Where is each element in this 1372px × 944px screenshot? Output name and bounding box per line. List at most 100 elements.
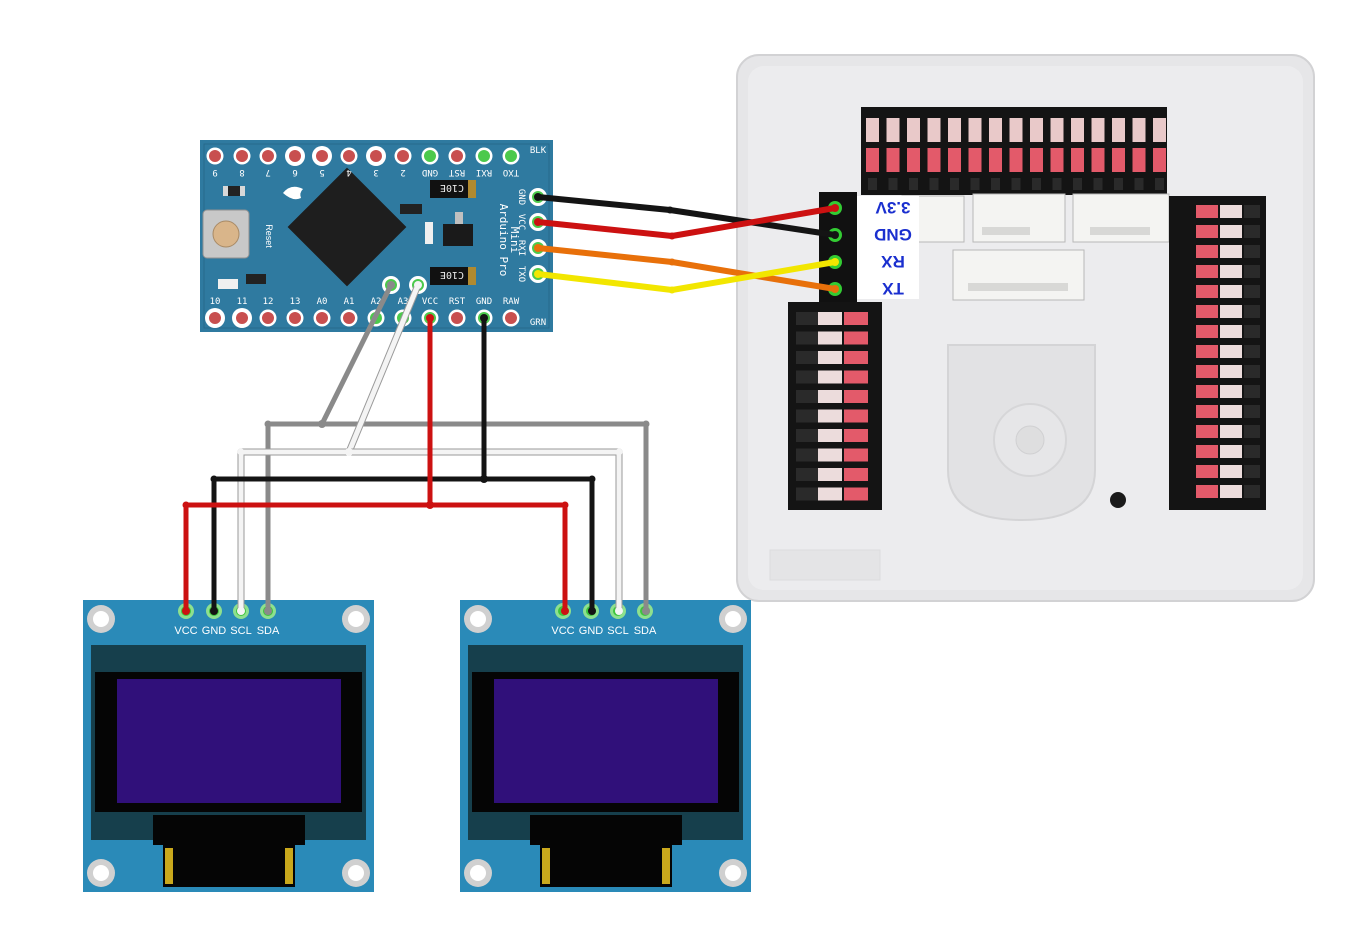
header-pin-ground: [909, 178, 918, 190]
flex-contact: [542, 848, 550, 884]
header-pin-power: [927, 148, 941, 172]
mounting-hole-center: [348, 611, 364, 627]
header-pin-signal: [1220, 365, 1242, 378]
pin-hole-11: [236, 312, 248, 324]
pin-label-blk: BLK: [530, 146, 547, 156]
header-pin-ground: [868, 178, 877, 190]
header-pin-signal: [866, 118, 879, 142]
oled-screen: [494, 679, 718, 803]
header-pin-power: [1196, 365, 1218, 378]
header-pin-power: [844, 390, 868, 403]
header-pin-power: [1153, 148, 1166, 172]
pin-label-11: 11: [237, 297, 248, 307]
board-name-line2: Mini: [508, 227, 521, 254]
header-pin-power: [844, 487, 868, 501]
header-pin-power: [1196, 445, 1218, 458]
header-pin-ground: [1032, 178, 1041, 190]
header-pin-ground: [1244, 425, 1260, 438]
pin-hole-txo: [505, 150, 517, 162]
header-pin-signal: [907, 118, 920, 142]
mounting-hole-center: [348, 865, 364, 881]
wire-gnd-bus: [211, 315, 487, 614]
wire-vcc-serial-end: [831, 204, 839, 212]
wires: [182, 193, 839, 615]
header-pin-signal: [1030, 118, 1043, 142]
header-pin-power: [1196, 385, 1218, 398]
pin-label-rxi: RXI: [476, 167, 492, 177]
header-pin-signal: [1220, 285, 1242, 298]
header-pin-ground: [796, 468, 820, 481]
pin-label-13: 13: [290, 297, 301, 307]
header-pin-signal: [1132, 118, 1146, 142]
header-pin-ground: [888, 178, 898, 190]
header-pin-power: [1132, 148, 1146, 172]
header-pin-signal: [1220, 385, 1242, 398]
header-pin-signal: [948, 118, 961, 142]
pin-label-rst: RST: [449, 297, 466, 307]
header-pin-signal: [1220, 425, 1242, 438]
pin-label-5: 5: [319, 167, 324, 177]
header-pin-signal: [1009, 118, 1023, 142]
header-pin-signal: [818, 312, 842, 325]
header-pin-ground: [1244, 245, 1260, 258]
flex-cable-tail: [540, 845, 672, 887]
header-pin-signal: [1220, 485, 1242, 498]
connector-label-gnd: GND: [874, 225, 912, 244]
header-pin-ground: [1244, 345, 1260, 358]
wire-tx-serial-end: [831, 258, 839, 266]
board-name-line1: Arduino Pro: [497, 204, 510, 277]
header-pin-ground: [1244, 445, 1260, 458]
header-pin-ground: [1134, 178, 1144, 190]
header-pin-ground: [1244, 325, 1260, 338]
header-pin-power: [1009, 148, 1023, 172]
header-pin-power: [844, 370, 868, 384]
wire-gnd-bus-right-bend: [588, 475, 596, 483]
header-pin-signal: [818, 370, 842, 384]
header-pin-power: [866, 148, 879, 172]
header-pin-power: [1196, 405, 1218, 418]
wire-sda-bus-right-bend: [642, 420, 650, 428]
wire-tx-serial-end: [534, 270, 542, 278]
header-pin-power: [1196, 285, 1218, 298]
header-pin-ground: [796, 487, 820, 501]
header-pin-power: [1196, 265, 1218, 278]
reset-label: Reset: [264, 224, 274, 248]
pin-hole-raw: [505, 312, 517, 324]
header-pin-signal: [1220, 325, 1242, 338]
wire-gnd-bus-right-end: [480, 475, 488, 483]
mounting-hole-center: [93, 611, 109, 627]
header-pin-signal: [989, 118, 1002, 142]
pin-label-vcc: VCC: [422, 297, 438, 307]
flex-contact: [285, 848, 293, 884]
pin-label-2: 2: [400, 167, 405, 177]
wire-rx-serial-bend: [668, 258, 676, 266]
header-pin-ground: [796, 409, 820, 423]
header-pin-power: [1196, 305, 1218, 318]
header-pin-signal: [1220, 345, 1242, 358]
pin-label-a2: A2: [371, 297, 382, 307]
mounting-hole-center: [470, 611, 486, 627]
mounting-hole-center: [470, 865, 486, 881]
pin-label-gnd: GND: [516, 189, 526, 205]
oled-pin-label-gnd: GND: [579, 625, 604, 637]
oled-pin-label-sda: SDA: [634, 625, 657, 637]
oled-pin-label-gnd: GND: [202, 625, 227, 637]
wire-vcc-bus-end: [182, 607, 190, 615]
header-pin-ground: [929, 178, 939, 190]
pin-hole-2: [397, 150, 409, 162]
header-pin-ground: [1093, 178, 1103, 190]
pin-label-a3: A3: [398, 297, 409, 307]
header-pin-power: [907, 148, 920, 172]
header-pin-signal: [1220, 445, 1242, 458]
pin-label-7: 7: [265, 167, 270, 177]
wire-scl-bus-end: [237, 607, 245, 615]
pin-label-9: 9: [212, 167, 217, 177]
header-pin-power: [1071, 148, 1084, 172]
header-pin-ground: [796, 331, 820, 345]
wire-gnd-bus-end: [210, 607, 218, 615]
wire-vcc-bus-right-bend: [561, 501, 569, 509]
wire-sda-bus: [265, 282, 394, 614]
wire-vcc-serial-bend: [668, 232, 676, 240]
header-pin-power: [844, 331, 868, 345]
